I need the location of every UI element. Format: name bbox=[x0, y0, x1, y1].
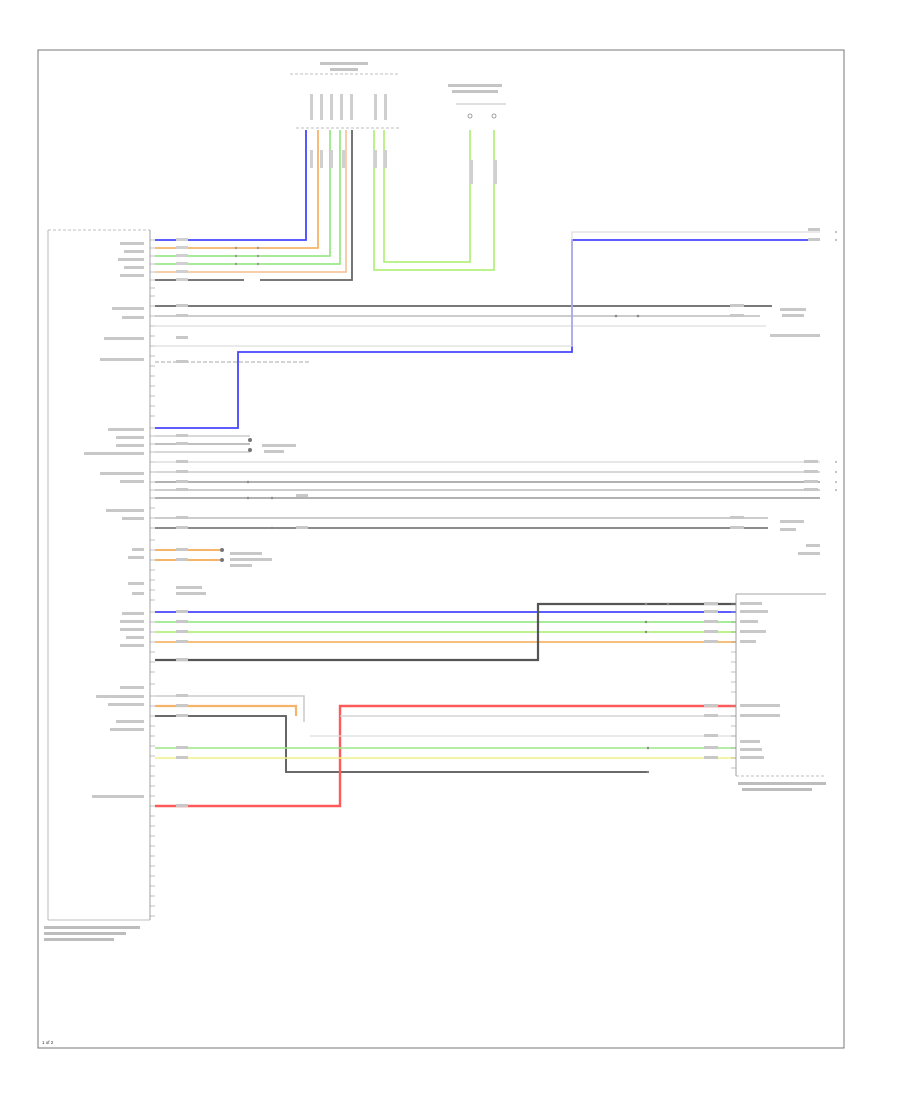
middle-tags bbox=[176, 434, 820, 555]
wires-lower-bus bbox=[155, 602, 736, 662]
mic-connector bbox=[248, 438, 296, 453]
antenna-tags bbox=[176, 228, 820, 363]
top-connector-right bbox=[448, 84, 506, 119]
page-label: 1 of 2 bbox=[42, 1040, 54, 1045]
lower-bus-tags bbox=[176, 602, 718, 661]
bottom-splices bbox=[646, 746, 650, 774]
main-module bbox=[47, 229, 151, 921]
wire-blue-long bbox=[155, 239, 820, 429]
top-connector-left bbox=[290, 62, 400, 129]
lower-bus-splices bbox=[644, 602, 670, 634]
antenna-splices bbox=[614, 314, 640, 318]
main-module-caption bbox=[44, 926, 140, 941]
wires-middle bbox=[155, 435, 820, 529]
main-module-pin-labels bbox=[84, 242, 144, 798]
right-module-caption bbox=[738, 782, 826, 791]
right-module-pin-labels bbox=[740, 602, 780, 759]
orange-pair-connector bbox=[176, 548, 272, 595]
wire-green-top-b bbox=[155, 130, 341, 265]
wire-lime-loop bbox=[373, 130, 495, 271]
bottom-tags bbox=[176, 694, 718, 807]
wire-green-top-a bbox=[155, 130, 331, 257]
diagram-frame bbox=[37, 49, 845, 1049]
right-edge-terminals bbox=[835, 231, 837, 491]
wires-antenna bbox=[155, 231, 820, 429]
top-splices bbox=[234, 246, 260, 266]
wires-bottom bbox=[155, 695, 736, 808]
wire-orange-top bbox=[155, 130, 319, 249]
wire-blue-top bbox=[155, 130, 307, 241]
wires-top-group bbox=[155, 130, 495, 281]
right-module bbox=[735, 593, 826, 777]
wire-lime-loop-inner bbox=[383, 130, 471, 263]
wire-peach-top bbox=[155, 130, 347, 273]
wire-dark-top bbox=[155, 130, 353, 281]
wire-tags-top bbox=[176, 150, 497, 281]
wire-red bbox=[155, 704, 736, 808]
right-module-pins bbox=[731, 603, 736, 769]
main-module-pins bbox=[150, 239, 155, 917]
middle-splices bbox=[246, 480, 274, 530]
